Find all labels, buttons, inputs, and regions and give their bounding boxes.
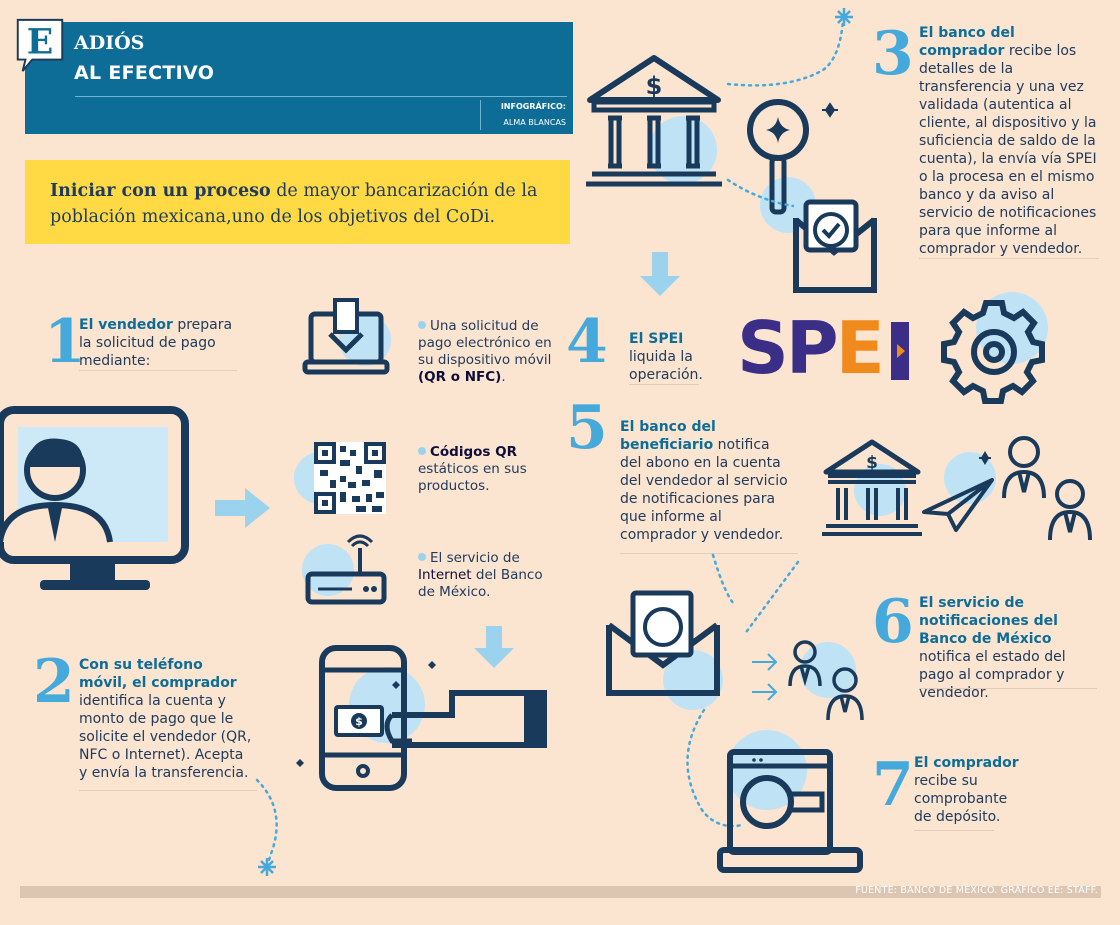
laptop-payment-icon	[302, 298, 391, 375]
step-3-divider	[919, 258, 1099, 259]
beneficiary-bank-icon: $	[822, 436, 1092, 541]
title-divider	[75, 96, 567, 97]
credit-name: ALMA BLANCAS	[503, 118, 566, 127]
arrow-right-icon	[215, 488, 270, 528]
qr-code-icon	[294, 442, 386, 514]
arrow-down-icon	[474, 626, 514, 668]
step-3-text: El banco del comprador recibe los detall…	[919, 25, 1097, 257]
step-4-divider	[629, 384, 699, 385]
svg-text:$: $	[866, 453, 878, 473]
wifi-router-icon	[302, 534, 387, 605]
arrow-down-icon	[640, 252, 680, 296]
receipt-monitor-icon	[686, 708, 863, 873]
step-2-divider	[79, 790, 257, 791]
page-title-line1: ADIÓS	[74, 32, 145, 54]
step-7-text: El comprador recibe su comprobante de de…	[914, 755, 1019, 825]
seller-monitor-icon	[0, 406, 189, 590]
spei-logo: SPE	[737, 306, 885, 390]
header-banner	[25, 22, 573, 134]
step-2-text: Con su teléfono móvil, el comprador iden…	[79, 657, 252, 781]
credit-divider	[480, 100, 481, 130]
step-1-text: El vendedor prepara la solicitud de pago…	[79, 317, 233, 369]
step-6-number: 6	[872, 587, 914, 657]
intro-box	[25, 160, 570, 244]
option-2-text: Códigos QR estáticos en sus productos.	[418, 444, 527, 494]
footer-bar	[20, 886, 1101, 898]
step-6-text: El servicio de notificaciones del Banco …	[919, 595, 1066, 701]
step-5-number: 5	[566, 393, 608, 463]
step-5-text: El banco del beneficiario notifica del a…	[620, 419, 788, 543]
svg-text:$: $	[646, 72, 663, 100]
gear-icon	[941, 292, 1048, 404]
step-5-divider	[620, 553, 798, 554]
spei-logo-bar	[891, 322, 909, 380]
step-7-divider	[914, 830, 994, 831]
credit-label: INFOGRÁFICO:	[500, 102, 566, 111]
svg-text:$: $	[355, 715, 363, 728]
notify-people-icon	[752, 640, 864, 721]
step-1-number: 1	[44, 307, 86, 377]
svg-text:E: E	[27, 22, 54, 63]
bullet-dot	[418, 447, 426, 455]
bullet-dot	[418, 553, 426, 561]
step-2-number: 2	[33, 647, 75, 717]
step-3-number: 3	[872, 19, 914, 89]
intro-text: Iniciar con un proceso de mayor bancariz…	[50, 181, 538, 227]
dotted-path	[742, 560, 800, 637]
step-6-divider	[919, 688, 1097, 689]
option-3-text: El servicio de Internet del Banco de Méx…	[418, 550, 543, 600]
page-title-line2: AL EFECTIVO	[74, 62, 215, 84]
step-1-divider	[79, 370, 237, 371]
bullet-dot	[418, 321, 426, 329]
phone-payment-icon: $	[296, 645, 547, 791]
dotted-path	[255, 778, 278, 876]
notification-envelope-icon	[606, 553, 737, 710]
option-1-text: Una solicitud de pago electrónico en su …	[418, 318, 552, 385]
step-7-number: 7	[872, 750, 914, 820]
step-4-text: El SPEI liquida la operación.	[629, 331, 703, 383]
newspaper-logo-icon: E	[16, 18, 64, 72]
step-4-number: 4	[566, 307, 608, 377]
buyer-bank-icon: $	[586, 8, 877, 293]
source-credit: FUENTE: BANCO DE MÉXICO. GRÁFICO EE: STA…	[855, 885, 1098, 896]
